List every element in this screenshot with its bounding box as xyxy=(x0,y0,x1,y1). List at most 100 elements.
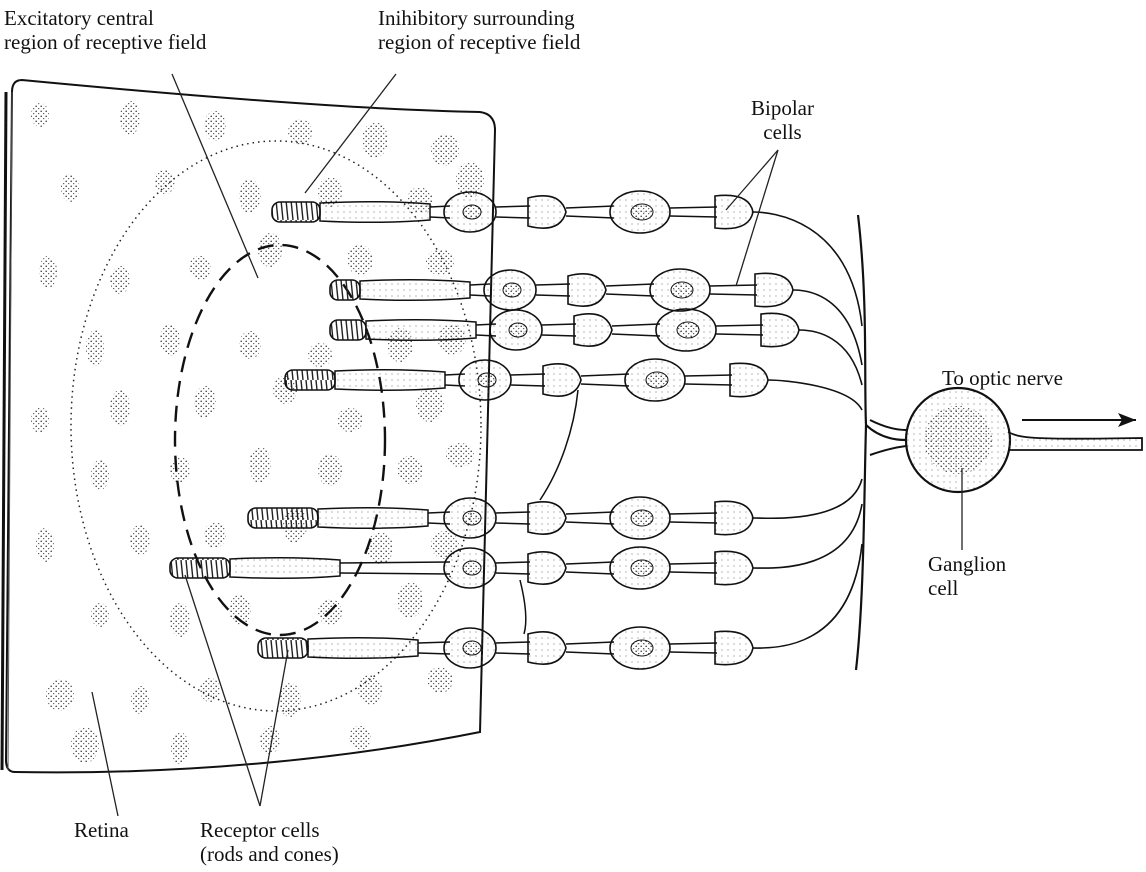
retina-spot xyxy=(239,179,261,213)
receptor-terminal xyxy=(568,274,606,306)
amacrine-process xyxy=(520,580,526,634)
bipolar-terminal xyxy=(715,551,753,584)
receptor-terminal xyxy=(528,632,566,664)
receptor-fiber xyxy=(542,324,576,336)
receptor-outer-segment xyxy=(272,202,320,222)
retina-spot xyxy=(446,443,474,467)
receptor-terminal xyxy=(574,314,612,346)
label-retina: Retina xyxy=(74,818,129,842)
bipolar-axon xyxy=(710,285,757,295)
label-inhibitory-region: Inihibitory surrounding region of recept… xyxy=(378,6,580,54)
receptor-terminal xyxy=(528,196,566,228)
retina-spot xyxy=(337,408,363,432)
receptor-fiber xyxy=(496,562,530,574)
receptor-nucleus xyxy=(463,205,481,219)
label-optic-nerve-text: To optic nerve xyxy=(942,366,1063,390)
receptor-terminal xyxy=(528,552,566,584)
bipolar-nucleus xyxy=(631,204,653,220)
bipolar-terminal xyxy=(761,313,799,346)
retina-spot xyxy=(308,343,332,367)
ganglion-dendrite xyxy=(768,380,862,410)
retina-spot xyxy=(155,170,175,194)
receptor-inner-segment xyxy=(360,280,470,301)
receptor-inner-segment xyxy=(366,320,476,341)
retina-spot xyxy=(258,233,282,267)
label-inhibitory-line2: region of receptive field xyxy=(378,30,580,54)
retina-spot xyxy=(170,603,190,637)
retina-spot xyxy=(130,525,150,555)
receptor-outer-segment xyxy=(170,558,230,578)
label-bipolar-line1: Bipolar xyxy=(751,96,814,120)
ganglion-dendrite xyxy=(753,212,862,326)
receptor-nucleus xyxy=(503,283,521,297)
bipolar-terminal xyxy=(730,363,768,396)
ganglion-dendrite xyxy=(753,479,862,518)
retina-spot xyxy=(91,460,109,490)
receptor-inner-segment xyxy=(230,558,340,579)
retina-spot xyxy=(204,111,226,141)
retina-spot xyxy=(397,456,423,484)
retina-spot xyxy=(239,331,261,359)
retina-spot xyxy=(318,454,342,486)
label-excitatory-line2: region of receptive field xyxy=(4,30,206,54)
receptor-fiber xyxy=(496,512,530,524)
receptor-outer-segment xyxy=(285,370,335,390)
retina-spot xyxy=(416,388,444,422)
bipolar-axon xyxy=(670,563,717,573)
bipolar-nucleus xyxy=(677,322,699,338)
retina-edge xyxy=(2,92,6,770)
bipolar-terminal xyxy=(715,501,753,534)
retina-spot xyxy=(349,726,371,750)
label-ganglion-line1: Ganglion xyxy=(928,552,1006,576)
label-bipolar-cells: Bipolar cells xyxy=(751,96,814,144)
retina-spot xyxy=(194,386,216,418)
bipolar-dendrite xyxy=(566,642,614,654)
retina-spot xyxy=(426,249,454,275)
receptor-nucleus xyxy=(463,561,481,575)
receptor-nucleus xyxy=(478,373,496,387)
retina-spot xyxy=(170,457,190,483)
bipolar-axon xyxy=(670,643,717,653)
bipolar-axon xyxy=(670,207,717,217)
horizontal-cell-process xyxy=(540,390,578,500)
ganglion-dendrite xyxy=(793,290,862,365)
receptor-fiber xyxy=(496,206,530,218)
bipolar-nucleus xyxy=(646,372,668,388)
receptor-terminal xyxy=(543,364,581,396)
retina-spot xyxy=(200,678,220,702)
ganglion-cell xyxy=(870,388,1142,492)
bipolar-dendrite xyxy=(566,512,614,524)
receptor-fiber xyxy=(496,642,530,654)
label-ganglion-line2: cell xyxy=(928,576,1006,600)
label-inhibitory-line1: Inihibitory surrounding xyxy=(378,6,580,30)
retina-spot xyxy=(362,122,388,158)
retina-spot xyxy=(61,174,79,202)
receptor-nucleus xyxy=(463,511,481,525)
retina-spot xyxy=(204,522,226,548)
receptor-inner-segment xyxy=(318,508,428,529)
receptor-inner-segment xyxy=(320,202,430,223)
bipolar-dendrite xyxy=(612,324,660,336)
retina-spot xyxy=(171,732,189,764)
bipolar-axon xyxy=(670,513,717,523)
label-retina-text: Retina xyxy=(74,818,129,842)
ganglion-dendrite xyxy=(799,330,862,385)
receptor-outer-segment xyxy=(330,320,366,340)
bipolar-dendrite xyxy=(566,206,614,218)
label-receptor-line2: (rods and cones) xyxy=(200,842,339,866)
retina-spot xyxy=(110,390,130,426)
retina-spot xyxy=(86,330,104,366)
retina-spot xyxy=(427,667,453,693)
bipolar-nucleus xyxy=(671,282,693,298)
receptor-terminal xyxy=(528,502,566,534)
receptor-outer-segment xyxy=(258,638,308,658)
retina-spot xyxy=(131,686,149,714)
retina-spot xyxy=(46,679,74,711)
label-receptor-cells: Receptor cells (rods and cones) xyxy=(200,818,339,866)
retina-sheet xyxy=(2,80,495,772)
label-excitatory-region: Excitatory central region of receptive f… xyxy=(4,6,206,54)
retina-spot xyxy=(120,101,140,135)
retina-spot xyxy=(347,245,373,275)
